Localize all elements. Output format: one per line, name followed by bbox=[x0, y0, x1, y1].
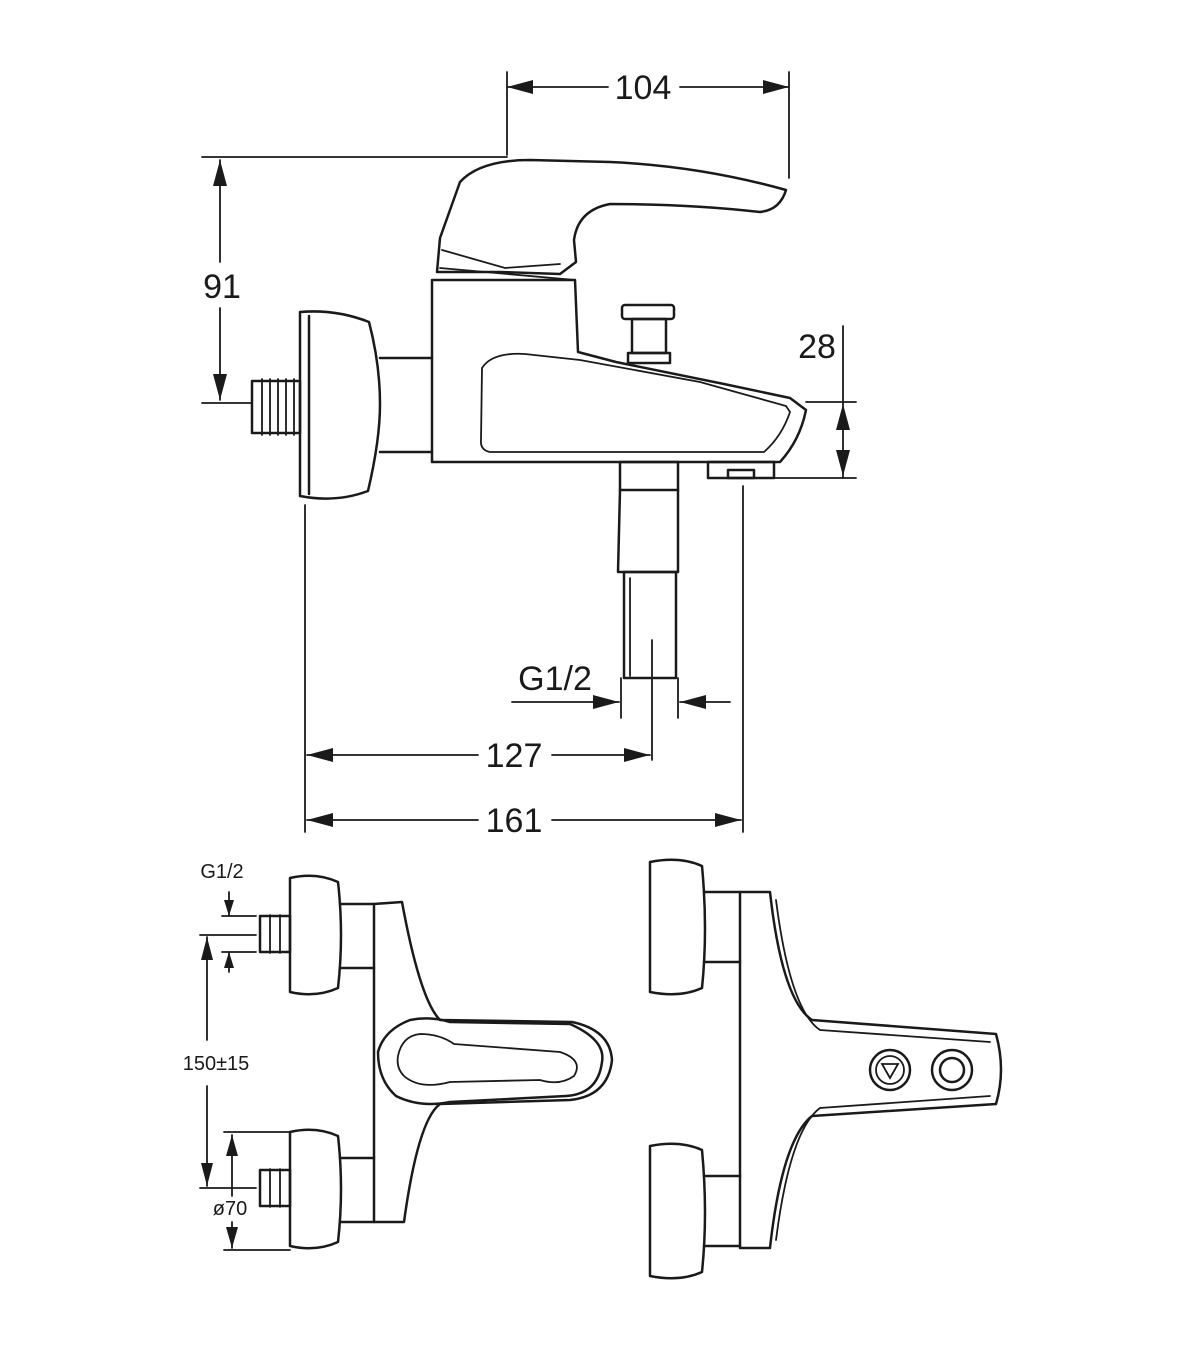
wall-rosette bbox=[298, 310, 382, 500]
top-view-right bbox=[648, 858, 1003, 1280]
diverter-knob bbox=[620, 303, 676, 365]
dim-127-label: 127 bbox=[486, 737, 543, 775]
mixer-body bbox=[430, 278, 808, 464]
threaded-inlet bbox=[250, 378, 302, 436]
dim-127: 127 bbox=[304, 504, 651, 833]
dim-104: 104 bbox=[506, 69, 790, 179]
dim-28-label: 28 bbox=[798, 328, 836, 366]
bottom-g12-label: G1/2 bbox=[200, 861, 243, 883]
dim-28: 28 bbox=[773, 325, 857, 479]
shower-connector bbox=[616, 460, 680, 761]
bottom-spacing-label: 150±15 bbox=[183, 1053, 250, 1075]
bottom-diameter-label: ø70 bbox=[213, 1198, 247, 1220]
lever-handle bbox=[435, 158, 788, 276]
dim-91-label: 91 bbox=[203, 268, 241, 306]
dim-161: 161 bbox=[306, 485, 744, 840]
dim-161-label: 161 bbox=[486, 802, 543, 840]
front-view-left: G1/2 150±15 ø70 bbox=[183, 861, 614, 1251]
connecting-pipe bbox=[378, 356, 434, 454]
dim-91: 91 bbox=[201, 156, 508, 404]
dim-104-label: 104 bbox=[615, 69, 672, 107]
dim-thread-g12-label: G1/2 bbox=[518, 660, 592, 698]
side-view: 104 91 28 G1/2 bbox=[201, 69, 857, 840]
dim-thread-g12: G1/2 bbox=[511, 660, 731, 719]
